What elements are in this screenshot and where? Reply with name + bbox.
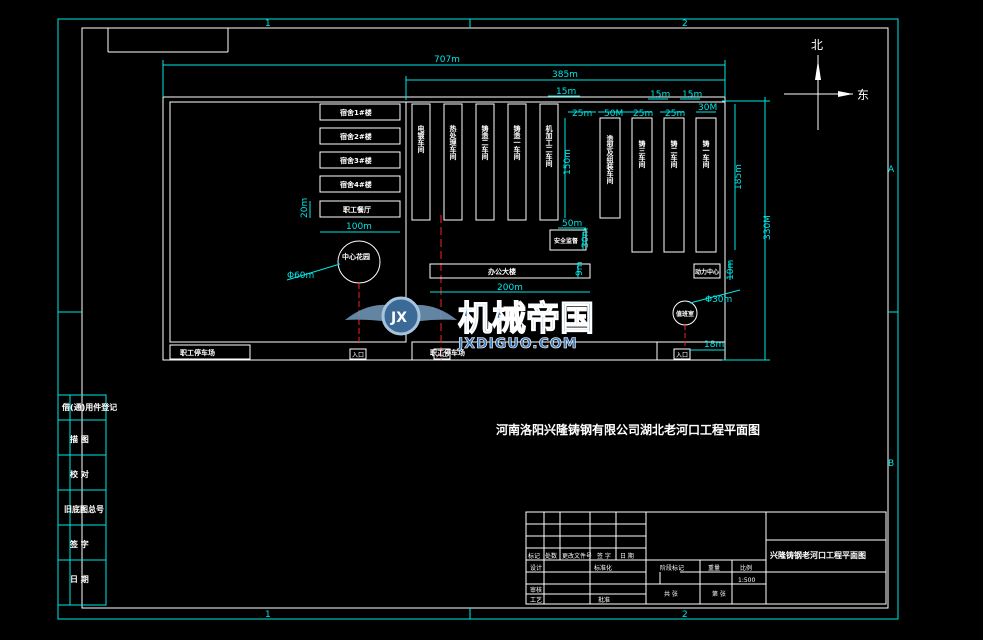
zone-markers: 1 2 1 2 A B <box>265 19 895 620</box>
title-block-text: 兴隆铸钢老河口工程平面图 标记 处数 更改文件号 签 字 日 期 设计 标准化 … <box>528 550 866 604</box>
tb-header-count: 处数 <box>545 552 557 560</box>
workshop-machining-2: 机加工二车间 <box>545 124 554 168</box>
watermark-domain: JXDIGUO.COM <box>457 336 578 352</box>
dim-9: 9m <box>575 262 585 277</box>
tb-header-file: 更改文件号 <box>562 552 592 560</box>
watermark-brand: 机械帝国 <box>458 299 594 339</box>
dim-200: 200m <box>497 283 523 293</box>
tb-check: 审核 <box>530 586 542 594</box>
building-security: 安全监督 <box>554 237 578 245</box>
dim-10: 10m <box>726 260 736 280</box>
side-panel-row-3: 校 对 <box>70 469 89 479</box>
dim-30m-top: 30M <box>698 103 717 113</box>
dim-dia-60: Φ60m <box>287 271 314 281</box>
dim-100: 100m <box>346 222 372 232</box>
workshop-cast-3: 铸三车间 <box>638 139 646 169</box>
workshop-electroplating: 电镀车间 <box>417 124 426 154</box>
side-panel-row-4: 旧底图总号 <box>64 504 104 514</box>
zone-label-right-a: A <box>888 165 895 175</box>
watermark: JX 机械帝国 JXDIGUO.COM <box>345 296 595 352</box>
title-block <box>525 511 887 605</box>
dim-total-width: 707m <box>434 55 460 65</box>
logo-letters: JX <box>390 310 407 326</box>
dim-330: 330M <box>763 215 773 240</box>
dim-20m: 20m <box>300 198 310 218</box>
building-dorm-2: 宿舍2#楼 <box>340 132 372 141</box>
side-panel-row-6: 日 期 <box>70 574 89 584</box>
dimension-labels: 707m 385m 15m 15m 15m 25m 50M 25m 25m 30… <box>287 55 773 350</box>
zone-label-right-b: B <box>888 459 894 469</box>
dim-150: 150m <box>563 149 573 175</box>
building-office: 办公大楼 <box>488 267 516 276</box>
side-panel: 借(通)用件登记 描 图 校 对 旧底图总号 签 字 日 期 <box>57 394 117 606</box>
tb-header-date: 日 期 <box>620 552 634 560</box>
dimension-lines <box>162 60 770 361</box>
workshop-molding-assembly: 造型及组装车间 <box>606 134 615 185</box>
sheet-frame <box>57 18 899 620</box>
side-panel-row-2: 描 图 <box>70 434 89 444</box>
dim-15b: 15m <box>650 90 670 100</box>
tb-scale-label: 比例 <box>740 564 752 572</box>
parking-left: 职工停车场 <box>180 348 215 357</box>
workshop-foundry-2: 铸造二车间 <box>481 124 490 161</box>
tb-header-mark: 标记 <box>528 552 540 560</box>
center-garden-circle <box>337 240 381 284</box>
tb-header-sign: 签 字 <box>597 552 611 560</box>
gate-c: 入口 <box>676 352 688 359</box>
zone-label-top-1: 1 <box>265 19 271 29</box>
north-arrow-icon <box>815 60 821 80</box>
dim-50m: 50M <box>604 109 623 119</box>
dim-15a: 15m <box>556 87 576 97</box>
dim-30: 30m <box>581 228 591 248</box>
tb-craft: 工艺 <box>530 596 542 604</box>
tb-scale-value: 1:500 <box>738 577 755 584</box>
side-panel-row-5: 签 字 <box>69 539 89 549</box>
compass-north-label: 北 <box>811 38 823 52</box>
tb-sheet-total: 共 张 <box>664 590 678 598</box>
dim-25b: 25m <box>633 109 653 119</box>
compass: 北 东 <box>784 38 869 130</box>
building-power-center: 动力中心 <box>695 268 719 276</box>
building-dorm-4: 宿舍4#楼 <box>340 180 372 189</box>
parking-middle: 职工停车场 <box>430 348 465 357</box>
site-plan: 宿舍1#楼 宿舍2#楼 宿舍3#楼 宿舍4#楼 职工餐厅 中心花园 职工停车场 … <box>162 96 726 361</box>
east-arrow-icon <box>838 91 853 97</box>
zone-label-bottom-1: 1 <box>265 610 271 620</box>
zone-label-top-2: 2 <box>682 19 688 29</box>
zone-label-bottom-2: 2 <box>682 610 688 620</box>
center-garden-label: 中心花园 <box>342 252 370 261</box>
building-canteen: 职工餐厅 <box>343 205 371 214</box>
tb-standard: 标准化 <box>594 564 612 572</box>
dim-18: 18m <box>704 340 724 350</box>
workshop-cast-2: 铸二车间 <box>670 139 678 169</box>
dim-dia-30: Φ30m <box>705 295 732 305</box>
dim-185: 185m <box>734 164 744 190</box>
dim-25c: 25m <box>665 109 685 119</box>
tb-sheet-no: 第 张 <box>712 590 726 598</box>
workshop-foundry-1: 铸造一车间 <box>513 124 522 161</box>
drawing-title: 河南洛阳兴隆铸钢有限公司湖北老河口工程平面图 <box>495 422 760 437</box>
tb-stage-label: 阶段标记 <box>660 564 684 572</box>
dim-25a: 25m <box>572 109 592 119</box>
workshop-heat-treatment: 热处理车间 <box>449 124 458 161</box>
workshop-cast-1: 铸一车间 <box>702 139 710 169</box>
title-block-drawing-name: 兴隆铸钢老河口工程平面图 <box>770 550 866 560</box>
dim-50: 50m <box>562 219 582 229</box>
building-dorm-3: 宿舍3#楼 <box>340 156 372 165</box>
tb-approve: 批准 <box>598 596 610 604</box>
compass-east-label: 东 <box>857 88 869 102</box>
side-panel-row-1: 借(通)用件登记 <box>61 402 117 412</box>
building-dorm-1: 宿舍1#楼 <box>340 108 372 117</box>
gear-logo-icon <box>381 296 421 336</box>
tb-design: 设计 <box>530 564 542 572</box>
dim-15c: 15m <box>682 90 702 100</box>
tb-weight-label: 重量 <box>708 564 720 572</box>
duty-room-label: 值班室 <box>676 310 694 318</box>
gate-a: 入口 <box>352 352 364 359</box>
gate-b: 入口 <box>436 352 448 359</box>
dim-inner-width: 385m <box>552 70 578 80</box>
